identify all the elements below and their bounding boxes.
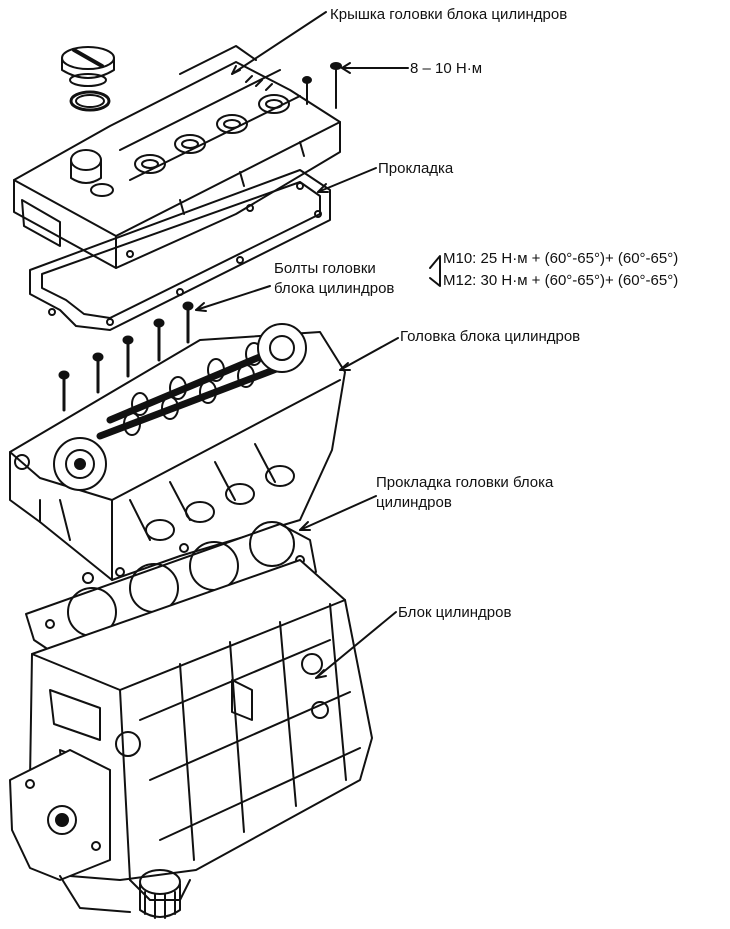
label-torque-m10: M10: 25 Н·м + (60°-65°)+ (60°-65°) — [443, 250, 679, 267]
cylinder-block — [9, 559, 373, 919]
label-cylinder-block: Блок цилиндров — [398, 604, 512, 621]
label-head-bolts-line2: блока цилиндров — [274, 280, 395, 297]
leader-lines — [195, 11, 441, 679]
label-head-gasket-line2: цилиндров — [376, 494, 452, 511]
label-cover-bolt-torque: 8 – 10 Н·м — [410, 60, 483, 77]
label-valve-cover: Крышка головки блока цилиндров — [330, 6, 568, 23]
valve-cover-gasket — [29, 169, 331, 331]
cylinder-head-bolts — [58, 301, 194, 412]
label-head-gasket-line1: Прокладка головки блока — [376, 474, 554, 491]
valve-cover-bolts — [302, 62, 342, 109]
label-head-bolts-line1: Болты головки — [274, 260, 376, 277]
oil-cap-o-ring — [69, 90, 111, 112]
label-valve-cover-gasket: Прокладка — [378, 160, 454, 177]
valve-cover — [13, 45, 341, 269]
label-cylinder-head: Головка блока цилиндров — [400, 328, 581, 345]
cylinder-head — [9, 323, 346, 581]
oil-filler-cap — [61, 46, 115, 87]
label-torque-m12: M12: 30 Н·м + (60°-65°)+ (60°-65°) — [443, 272, 679, 289]
